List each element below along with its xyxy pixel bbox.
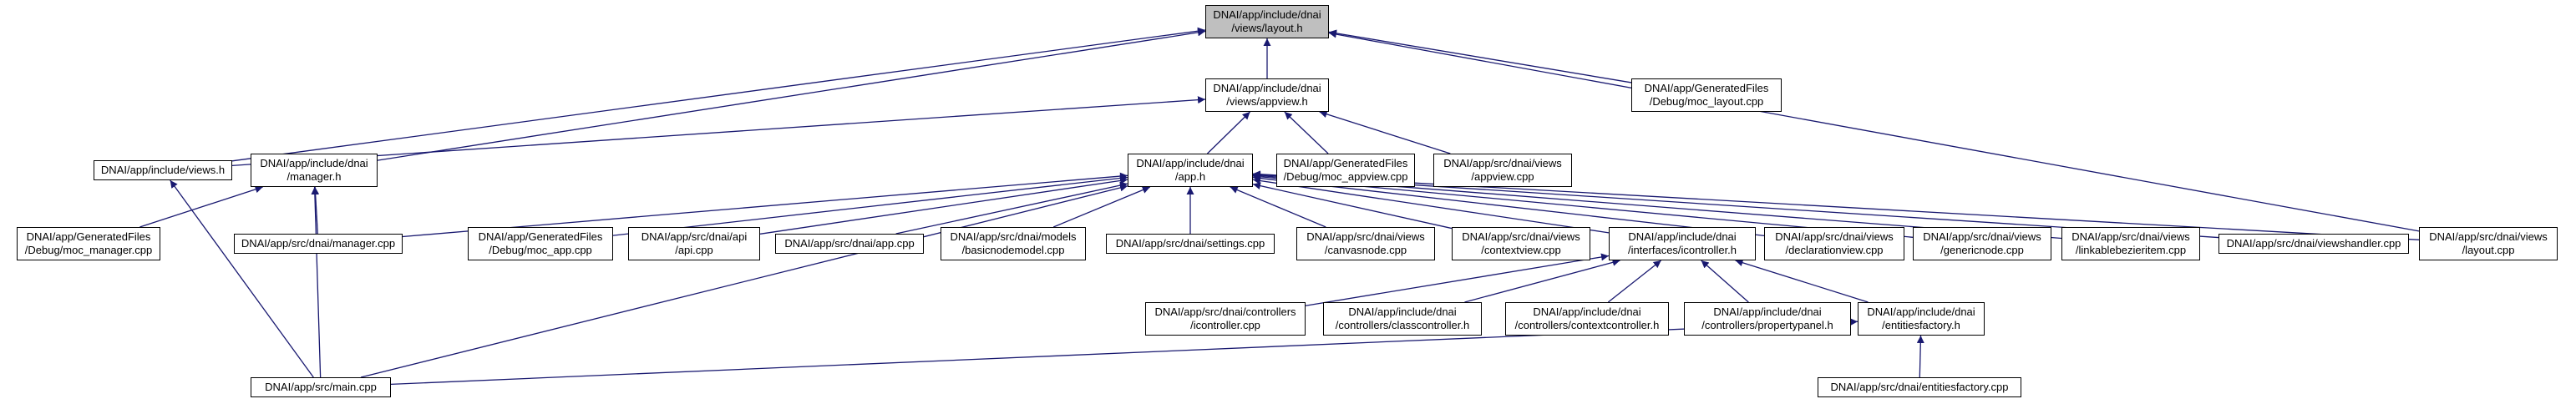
- edge-moc_manager-to-manager_h: [139, 185, 263, 228]
- edge-classcontroller-to-icontroller_h: [1464, 258, 1620, 303]
- edge-appview_cpp-to-appview_h: [1319, 110, 1451, 154]
- edge-moc_app-to-app_h: [612, 174, 1128, 236]
- node-contextcontroller-h[interactable]: DNAI/app/include/dnai/controllers/contex…: [1505, 302, 1669, 336]
- node-moc-layout-cpp[interactable]: DNAI/app/GeneratedFiles/Debug/moc_layout…: [1631, 78, 1782, 112]
- node-settings-cpp[interactable]: DNAI/app/src/dnai/settings.cpp: [1106, 234, 1275, 254]
- node-appview-h[interactable]: DNAI/app/include/dnai/views/appview.h: [1205, 78, 1329, 112]
- node-appview-cpp[interactable]: DNAI/app/src/dnai/views/appview.cpp: [1433, 154, 1572, 187]
- node-propertypanel-h[interactable]: DNAI/app/include/dnai/controllers/proper…: [1684, 302, 1851, 336]
- edge-main_cpp-to-app_h: [360, 184, 1128, 378]
- node-viewshandler-cpp[interactable]: DNAI/app/src/dnai/viewshandler.cpp: [2219, 234, 2409, 254]
- node-contextview-cpp[interactable]: DNAI/app/src/dnai/views/contextview.cpp: [1452, 227, 1590, 260]
- edge-main_cpp-to-manager_h: [311, 186, 322, 378]
- node-basicnodemodel-cpp[interactable]: DNAI/app/src/dnai/models/basicnodemodel.…: [941, 227, 1086, 260]
- node-views-h[interactable]: DNAI/app/include/views.h: [94, 160, 232, 180]
- node-canvasnode-cpp[interactable]: DNAI/app/src/dnai/views/canvasnode.cpp: [1296, 227, 1435, 260]
- edge-manager_cpp-to-manager_h: [312, 186, 320, 235]
- node-main-cpp[interactable]: DNAI/app/src/main.cpp: [251, 377, 391, 397]
- node-layout-cpp[interactable]: DNAI/app/src/dnai/views/layout.cpp: [2419, 227, 2558, 260]
- node-manager-cpp[interactable]: DNAI/app/src/dnai/manager.cpp: [234, 234, 403, 254]
- node-declarationview-cpp[interactable]: DNAI/app/src/dnai/views/declarationview.…: [1764, 227, 1904, 260]
- edge-canvasnode-to-app_h: [1230, 186, 1326, 228]
- edge-views_h-to-layout_h: [231, 27, 1206, 162]
- edge-icontroller_cpp-to-icontroller_h: [1305, 253, 1610, 306]
- edge-basicnodemodel-to-app_h: [1052, 186, 1151, 228]
- node-icontroller-h[interactable]: DNAI/app/include/dnai/interfaces/icontro…: [1609, 227, 1756, 260]
- node-moc-manager-cpp[interactable]: DNAI/app/GeneratedFiles/Debug/moc_manage…: [17, 227, 160, 260]
- edge-moc_appview-to-appview_h: [1284, 111, 1329, 154]
- edge-manager_cpp-to-app_h: [402, 172, 1128, 238]
- node-entitiesfactory-h[interactable]: DNAI/app/include/dnai/entitiesfactory.h: [1858, 302, 1985, 336]
- node-linkablebezieritem-cpp[interactable]: DNAI/app/src/dnai/views/linkablebezierit…: [2061, 227, 2200, 260]
- node-app-h[interactable]: DNAI/app/include/dnai/app.h: [1128, 154, 1253, 187]
- edge-main_cpp-to-views_h: [170, 179, 314, 378]
- edge-app_h-to-appview_h: [1206, 111, 1251, 154]
- node-classcontroller-h[interactable]: DNAI/app/include/dnai/controllers/classc…: [1323, 302, 1482, 336]
- node-icontroller-cpp[interactable]: DNAI/app/src/dnai/controllers/icontrolle…: [1145, 302, 1306, 336]
- node-layout-h: DNAI/app/include/dnai/views/layout.h: [1205, 5, 1329, 38]
- edge-manager_h-to-layout_h: [377, 28, 1206, 161]
- node-moc-app-cpp[interactable]: DNAI/app/GeneratedFiles/Debug/moc_app.cp…: [468, 227, 613, 260]
- edge-propertypanel-to-icontroller_h: [1701, 260, 1749, 303]
- node-entitiesfactory-cpp[interactable]: DNAI/app/src/dnai/entitiesfactory.cpp: [1818, 377, 2021, 397]
- edge-layout_cpp-to-layout_h: [1328, 30, 2420, 232]
- node-genericnode-cpp[interactable]: DNAI/app/src/dnai/views/genericnode.cpp: [1913, 227, 2051, 260]
- edge-app_cpp-to-app_h: [895, 181, 1128, 235]
- edge-entitiesfactory_cpp-to-entitiesfactory_h: [1916, 335, 1924, 378]
- edge-moc_layout-to-layout_h: [1328, 29, 1632, 83]
- node-moc-appview-cpp[interactable]: DNAI/app/GeneratedFiles/Debug/moc_appvie…: [1276, 154, 1415, 187]
- node-app-cpp[interactable]: DNAI/app/src/dnai/app.cpp: [775, 234, 924, 254]
- edge-contextview-to-app_h: [1252, 182, 1453, 230]
- node-api-cpp[interactable]: DNAI/app/src/dnai/api/api.cpp: [628, 227, 760, 260]
- node-manager-h[interactable]: DNAI/app/include/dnai/manager.h: [251, 154, 378, 187]
- edge-api_cpp-to-app_h: [759, 176, 1128, 235]
- edge-icontroller_h-to-app_h: [1252, 177, 1610, 234]
- edge-views_h-to-appview_h: [231, 96, 1206, 166]
- edge-declarationview-to-app_h: [1252, 174, 1765, 237]
- edge-contextcontroller-to-icontroller_h: [1607, 260, 1662, 303]
- edge-entitiesfactory_h-to-icontroller_h: [1735, 259, 1869, 303]
